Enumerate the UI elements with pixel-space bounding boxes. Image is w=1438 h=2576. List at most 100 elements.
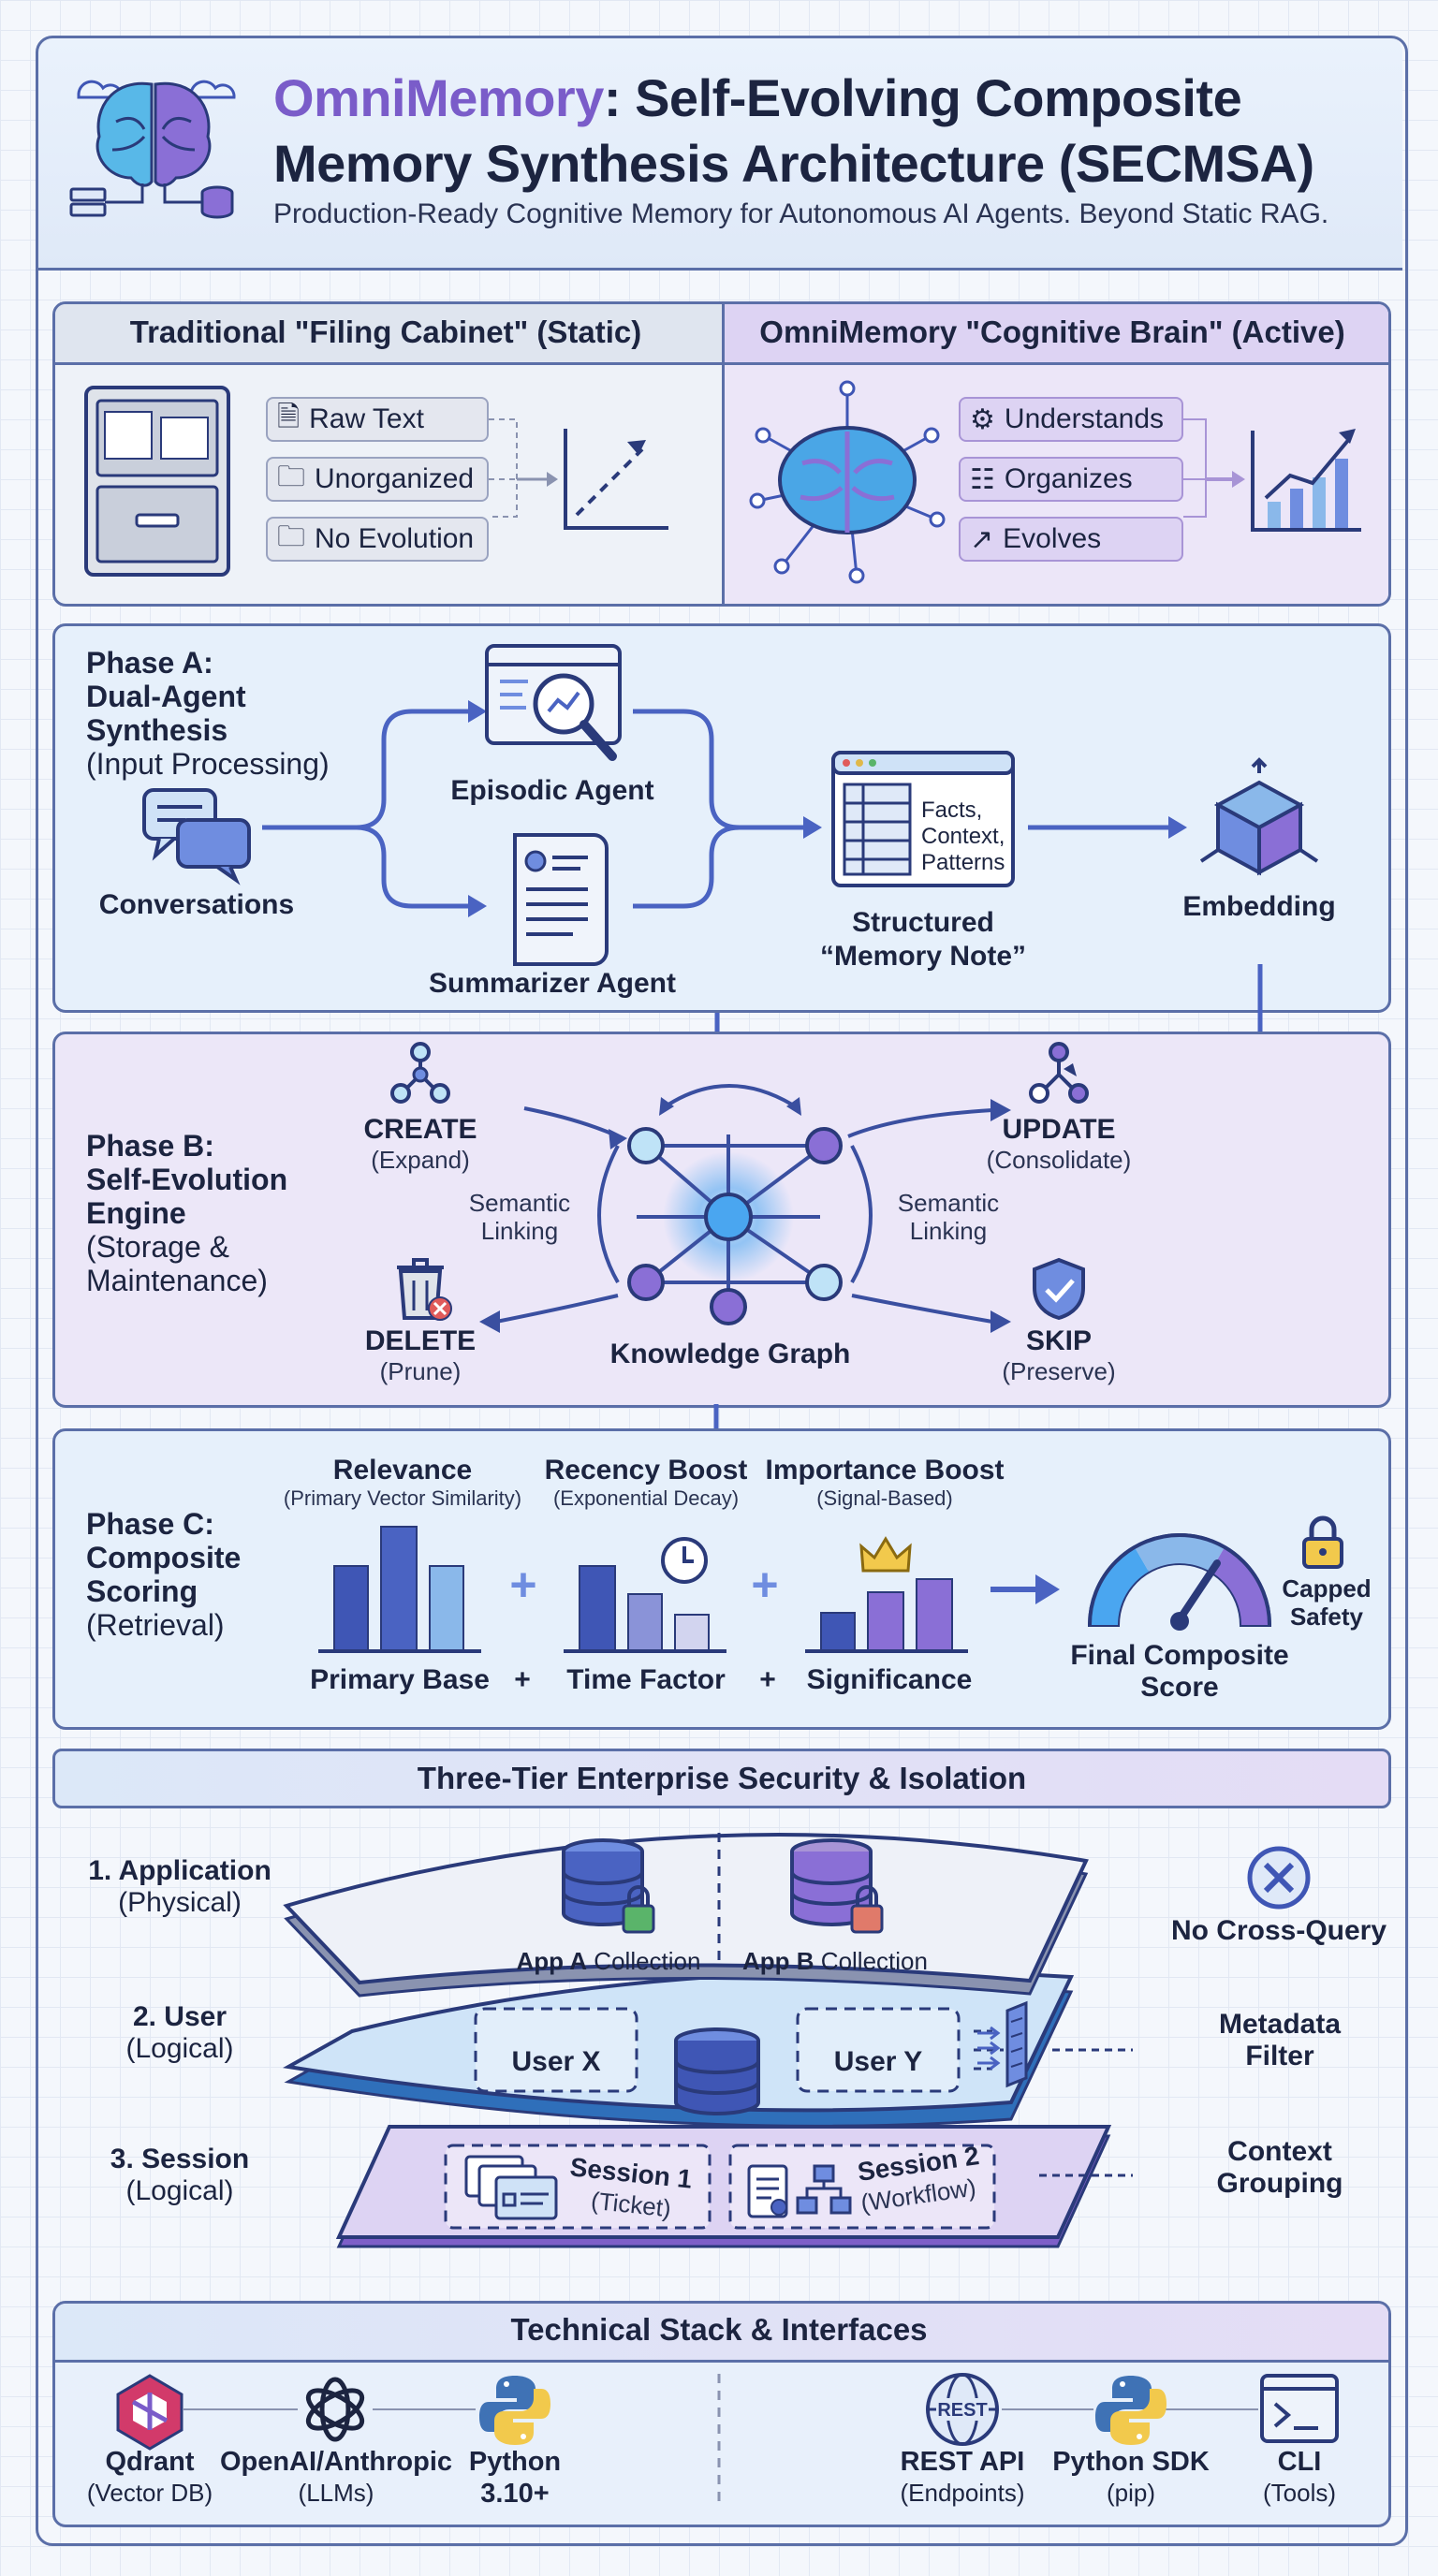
crown-icon — [859, 1536, 912, 1573]
create-label: CREATE — [363, 1114, 477, 1145]
terminal-icon — [1260, 2374, 1339, 2443]
update-nodes-icon — [1029, 1042, 1089, 1104]
python-logo-icon — [479, 2376, 550, 2445]
no-cross-query-icon — [1247, 1846, 1311, 1910]
memory-note-label: Structured“Memory Note” — [819, 907, 1027, 972]
stack-item-sdk-sub: (pip) — [1106, 2479, 1155, 2507]
tech-stack-title: Technical Stack & Interfaces — [510, 2312, 928, 2347]
stack-item-cli-sub: (Tools) — [1262, 2479, 1336, 2507]
shield-check-icon — [1033, 1257, 1085, 1321]
tier-3-label: 3. Session — [110, 2144, 250, 2174]
unorganized-chip: 🗀Unorganized — [266, 457, 489, 502]
plus-sign: + — [751, 1559, 779, 1611]
filter-gate-icon — [977, 2000, 1028, 2088]
openai-logo-icon — [305, 2377, 365, 2442]
document-icon: 🗎 — [277, 401, 301, 432]
lock-icon — [1302, 1515, 1343, 1569]
phase-a-panel — [52, 623, 1391, 1013]
primary-base-bar-3 — [429, 1565, 464, 1651]
stack-item-python-version: 3.10+ — [480, 2479, 550, 2509]
user-x-label: User X — [511, 2046, 601, 2077]
recency-subtitle: (Exponential Decay) — [552, 1486, 740, 1510]
rest-api-globe-icon: REST — [926, 2373, 999, 2446]
static-column-title: Traditional "Filing Cabinet" (Static) — [129, 315, 642, 349]
page-title-line2: Memory Synthesis Architecture (SECMSA) — [273, 134, 1314, 193]
page-title: OmniMemory: Self-Evolving Composite — [273, 68, 1242, 127]
significance-bar-3 — [916, 1578, 953, 1651]
time-factor-label: Time Factor — [566, 1664, 726, 1695]
stack-item-python-name: Python — [468, 2447, 562, 2477]
knowledge-graph-label: Knowledge Graph — [609, 1339, 851, 1369]
understands-chip: ⚙Understands — [959, 397, 1183, 442]
no-cross-query-label: No Cross-Query — [1170, 1915, 1387, 1946]
folder-icon: 🗀 — [277, 461, 305, 492]
tier-2-sublabel: (Logical) — [125, 2033, 234, 2064]
infographic-frame — [36, 36, 1408, 2546]
significance-baseline — [805, 1649, 968, 1653]
update-label: UPDATE — [1002, 1114, 1116, 1145]
relevance-subtitle: (Primary Vector Similarity) — [283, 1486, 522, 1510]
tier-1-label: 1. Application — [88, 1855, 271, 1886]
relevance-title: Relevance — [332, 1455, 473, 1486]
primary-base-bar-2 — [380, 1526, 418, 1651]
create-nodes-icon — [390, 1042, 450, 1104]
evolves-chip: ↗Evolves — [959, 517, 1183, 562]
memory-note-window-icon — [831, 751, 1015, 887]
stack-item-llm-name: OpenAI/Anthropic — [219, 2447, 453, 2477]
skip-label: SKIP — [1025, 1325, 1093, 1356]
plus-sign: + — [759, 1664, 776, 1695]
user-y-label: User Y — [833, 2046, 923, 2077]
active-column-title: OmniMemory "Cognitive Brain" (Active) — [759, 315, 1345, 349]
plus-sign: + — [509, 1559, 537, 1611]
stack-item-qdrant-sub: (Vector DB) — [86, 2479, 213, 2507]
create-sublabel: (Expand) — [371, 1146, 470, 1174]
app-a-collection-label: App A Collection — [516, 1947, 701, 1975]
tech-stack-panel — [52, 2301, 1391, 2527]
primary-base-label: Primary Base — [310, 1664, 490, 1695]
header-banner — [36, 36, 1402, 271]
importance-subtitle: (Signal-Based) — [816, 1486, 953, 1510]
brain-cloud-logo-icon — [69, 80, 236, 219]
database-lock-icon-a — [562, 1838, 655, 1934]
tier-3-sublabel: (Logical) — [125, 2175, 234, 2206]
stack-item-cli-name: CLI — [1277, 2447, 1322, 2477]
stack-item-rest-sub: (Endpoints) — [900, 2479, 1025, 2507]
trash-icon — [397, 1258, 452, 1321]
no-evolution-chip: 🗀No Evolution — [266, 517, 489, 562]
skip-sublabel: (Preserve) — [1002, 1357, 1116, 1385]
document-scroll-icon — [513, 833, 609, 966]
organizes-chip: ☷Organizes — [959, 457, 1183, 502]
growth-chart-icon — [1183, 418, 1361, 532]
recency-title: Recency Boost — [544, 1455, 748, 1486]
delete-label: DELETE — [364, 1325, 477, 1356]
significance-bar-1 — [820, 1612, 856, 1651]
cognitive-brain-icon — [749, 380, 946, 584]
filing-cabinet-icon — [84, 386, 230, 577]
rest-icon-text: REST — [937, 2400, 987, 2421]
chat-bubbles-icon — [142, 788, 251, 886]
memory-note-content: Facts, Context, Patterns — [921, 798, 1005, 875]
importance-title: Importance Boost — [765, 1455, 1005, 1486]
app-b-collection-label: App B Collection — [742, 1947, 928, 1975]
workflow-icon — [747, 2164, 852, 2218]
episodic-agent-label: Episodic Agent — [450, 775, 654, 806]
time-factor-baseline — [564, 1649, 726, 1653]
stack-item-qdrant-name: Qdrant — [105, 2447, 195, 2477]
significance-label: Significance — [806, 1664, 973, 1695]
magnifier-analysis-icon — [485, 644, 622, 761]
embedding-cube-icon — [1199, 757, 1319, 876]
stack-item-llm-sub: (LLMs) — [298, 2479, 374, 2507]
update-sublabel: (Consolidate) — [986, 1146, 1132, 1174]
tier-2-label: 2. User — [132, 2001, 227, 2032]
folder-icon: 🗀 — [277, 520, 305, 552]
qdrant-logo-icon — [116, 2374, 183, 2451]
delete-sublabel: (Prune) — [379, 1357, 462, 1385]
database-lock-icon-b — [790, 1838, 884, 1934]
